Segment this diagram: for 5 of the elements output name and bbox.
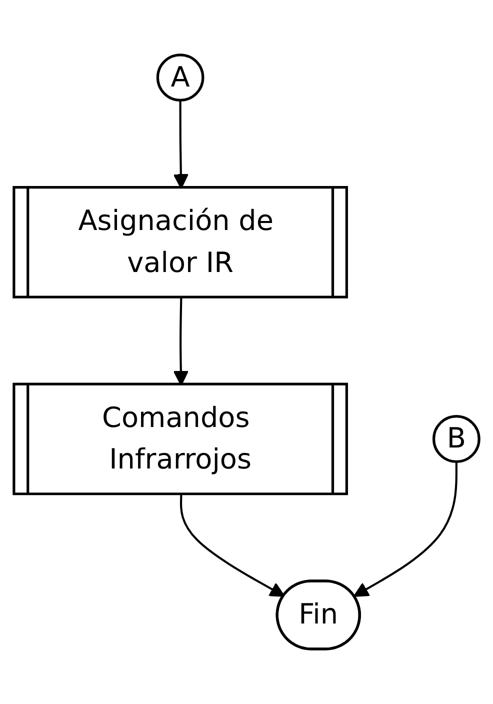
flowchart: A Asignación de valor IR Comandos Infrarrojos B Fin (0, 41, 493, 663)
node-circle (432, 415, 480, 463)
node-circle (156, 54, 204, 102)
arrow (180, 494, 285, 597)
arrow (354, 462, 458, 597)
